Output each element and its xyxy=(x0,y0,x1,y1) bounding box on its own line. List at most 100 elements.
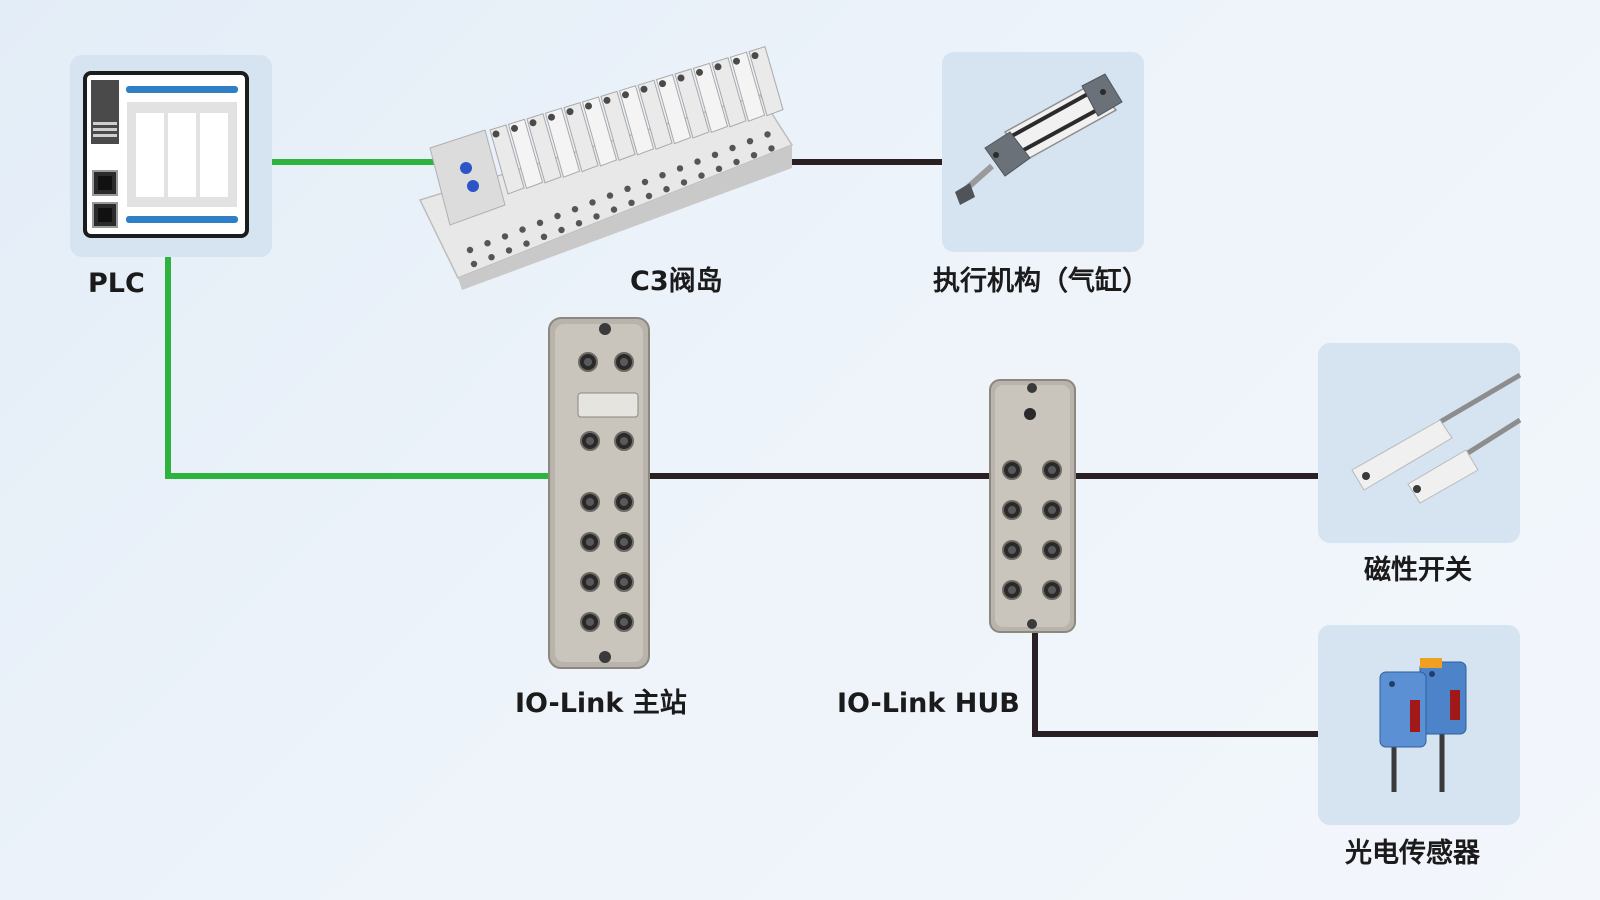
manifold-hole xyxy=(505,247,513,254)
magnetic-switch-icon xyxy=(1351,372,1522,504)
valve-port xyxy=(677,74,685,82)
manifold-hole xyxy=(466,246,474,254)
valve-port xyxy=(529,119,537,127)
valve-slices xyxy=(489,45,784,195)
valve-slice xyxy=(637,79,673,150)
manifold-hole xyxy=(628,199,635,206)
manifold-hole xyxy=(624,185,631,192)
io-link-hub-label: IO-Link HUB xyxy=(837,688,1020,719)
m12-port-pin xyxy=(1007,585,1017,595)
m12-port-pin xyxy=(619,357,629,367)
valve-slice xyxy=(544,107,581,178)
magnetic-switch-node: 磁性开关 xyxy=(1318,343,1522,586)
actuator-node: 执行机构（气缸） xyxy=(933,52,1149,297)
manifold-hole xyxy=(663,186,670,193)
valve-port xyxy=(622,91,629,99)
manifold-hole xyxy=(694,158,701,165)
line-hub-to-photoelectric-sensor xyxy=(1032,628,1318,737)
m12-port-pin xyxy=(1007,505,1017,515)
hub-ports xyxy=(1002,460,1062,600)
valve-port xyxy=(714,63,722,71)
m12-port-pin xyxy=(619,577,629,587)
manifold-hole xyxy=(488,254,495,261)
manifold-hole xyxy=(540,233,548,240)
valve-island-label: C3阀岛 xyxy=(630,265,723,297)
manifold-hole xyxy=(750,152,758,159)
m12-port-pin xyxy=(585,497,595,507)
manifold-hole xyxy=(519,226,526,233)
manifold-hole xyxy=(536,219,544,226)
io-link-master-node: IO-Link 主站 xyxy=(515,317,687,719)
plc-label: PLC xyxy=(88,268,145,299)
valve-slice xyxy=(563,101,599,173)
manifold-hole xyxy=(676,165,684,172)
manifold-hole xyxy=(711,151,719,158)
valve-slice xyxy=(674,68,710,139)
master-ports xyxy=(578,352,634,632)
m12-port-pin xyxy=(619,497,629,507)
manifold-hole xyxy=(593,213,600,220)
m12-port-pin xyxy=(585,436,595,446)
manifold-hole xyxy=(680,179,688,186)
valve-island-icon xyxy=(418,45,794,290)
io-link-hub-node: IO-Link HUB xyxy=(837,379,1076,719)
manifold-hole xyxy=(589,199,596,206)
photoelectric-sensor-node: 光电传感器 xyxy=(1318,625,1520,869)
valve-slice xyxy=(600,90,636,162)
valve-slice xyxy=(526,113,562,184)
valve-slice xyxy=(655,73,692,145)
manifold-hole xyxy=(571,206,579,213)
m12-port-pin xyxy=(1047,465,1057,475)
manifold-hole xyxy=(641,178,649,186)
valve-port xyxy=(566,108,574,116)
valve-port xyxy=(659,80,666,88)
manifold-hole xyxy=(575,220,583,227)
io-link-hub-icon xyxy=(989,379,1076,633)
m12-port-pin xyxy=(585,577,595,587)
manifold-hole xyxy=(715,165,723,172)
manifold-hole xyxy=(470,260,478,268)
manifold-hole xyxy=(501,233,509,240)
valve-slice xyxy=(581,96,618,167)
valve-port xyxy=(640,85,648,93)
valve-port xyxy=(548,113,555,121)
valve-slice xyxy=(748,45,784,117)
valve-port xyxy=(492,130,500,138)
actuator-label: 执行机构（气缸） xyxy=(933,265,1149,297)
m12-port-pin xyxy=(583,357,593,367)
actuator-tile xyxy=(942,52,1144,252)
magnetic-switch-label: 磁性开关 xyxy=(1364,555,1472,586)
manifold-hole xyxy=(746,138,754,145)
m12-port-pin xyxy=(1047,585,1057,595)
valve-slice xyxy=(692,62,729,134)
m12-port-pin xyxy=(1007,545,1017,555)
plc-node: PLC xyxy=(70,55,272,299)
io-link-master-label: IO-Link 主站 xyxy=(515,688,687,719)
valve-slice xyxy=(489,124,525,195)
valve-holes xyxy=(466,131,775,268)
plc-icon xyxy=(83,71,249,238)
manifold-hole xyxy=(558,226,565,234)
manifold-hole xyxy=(484,240,491,247)
valve-port xyxy=(751,52,759,60)
cylinder-icon xyxy=(955,73,1123,205)
line-plc-to-io-link-master xyxy=(165,257,555,479)
manifold-hole xyxy=(554,212,561,220)
manifold-hole xyxy=(764,131,771,138)
io-link-master-icon xyxy=(548,317,650,669)
m12-port-pin xyxy=(1047,505,1057,515)
manifold-hole xyxy=(606,192,614,199)
manifold-hole xyxy=(698,172,705,179)
valve-port xyxy=(696,68,703,76)
valve-port xyxy=(511,124,518,132)
manifold-hole xyxy=(523,240,530,247)
manifold-hole xyxy=(768,145,775,152)
valve-port xyxy=(585,102,592,110)
valve-slice xyxy=(711,57,747,128)
manifold-hole xyxy=(729,144,736,152)
manifold-hole xyxy=(659,172,666,179)
m12-port-pin xyxy=(1007,465,1017,475)
m12-port-pin xyxy=(585,617,595,627)
valve-island-node: C3阀岛 xyxy=(418,45,794,297)
